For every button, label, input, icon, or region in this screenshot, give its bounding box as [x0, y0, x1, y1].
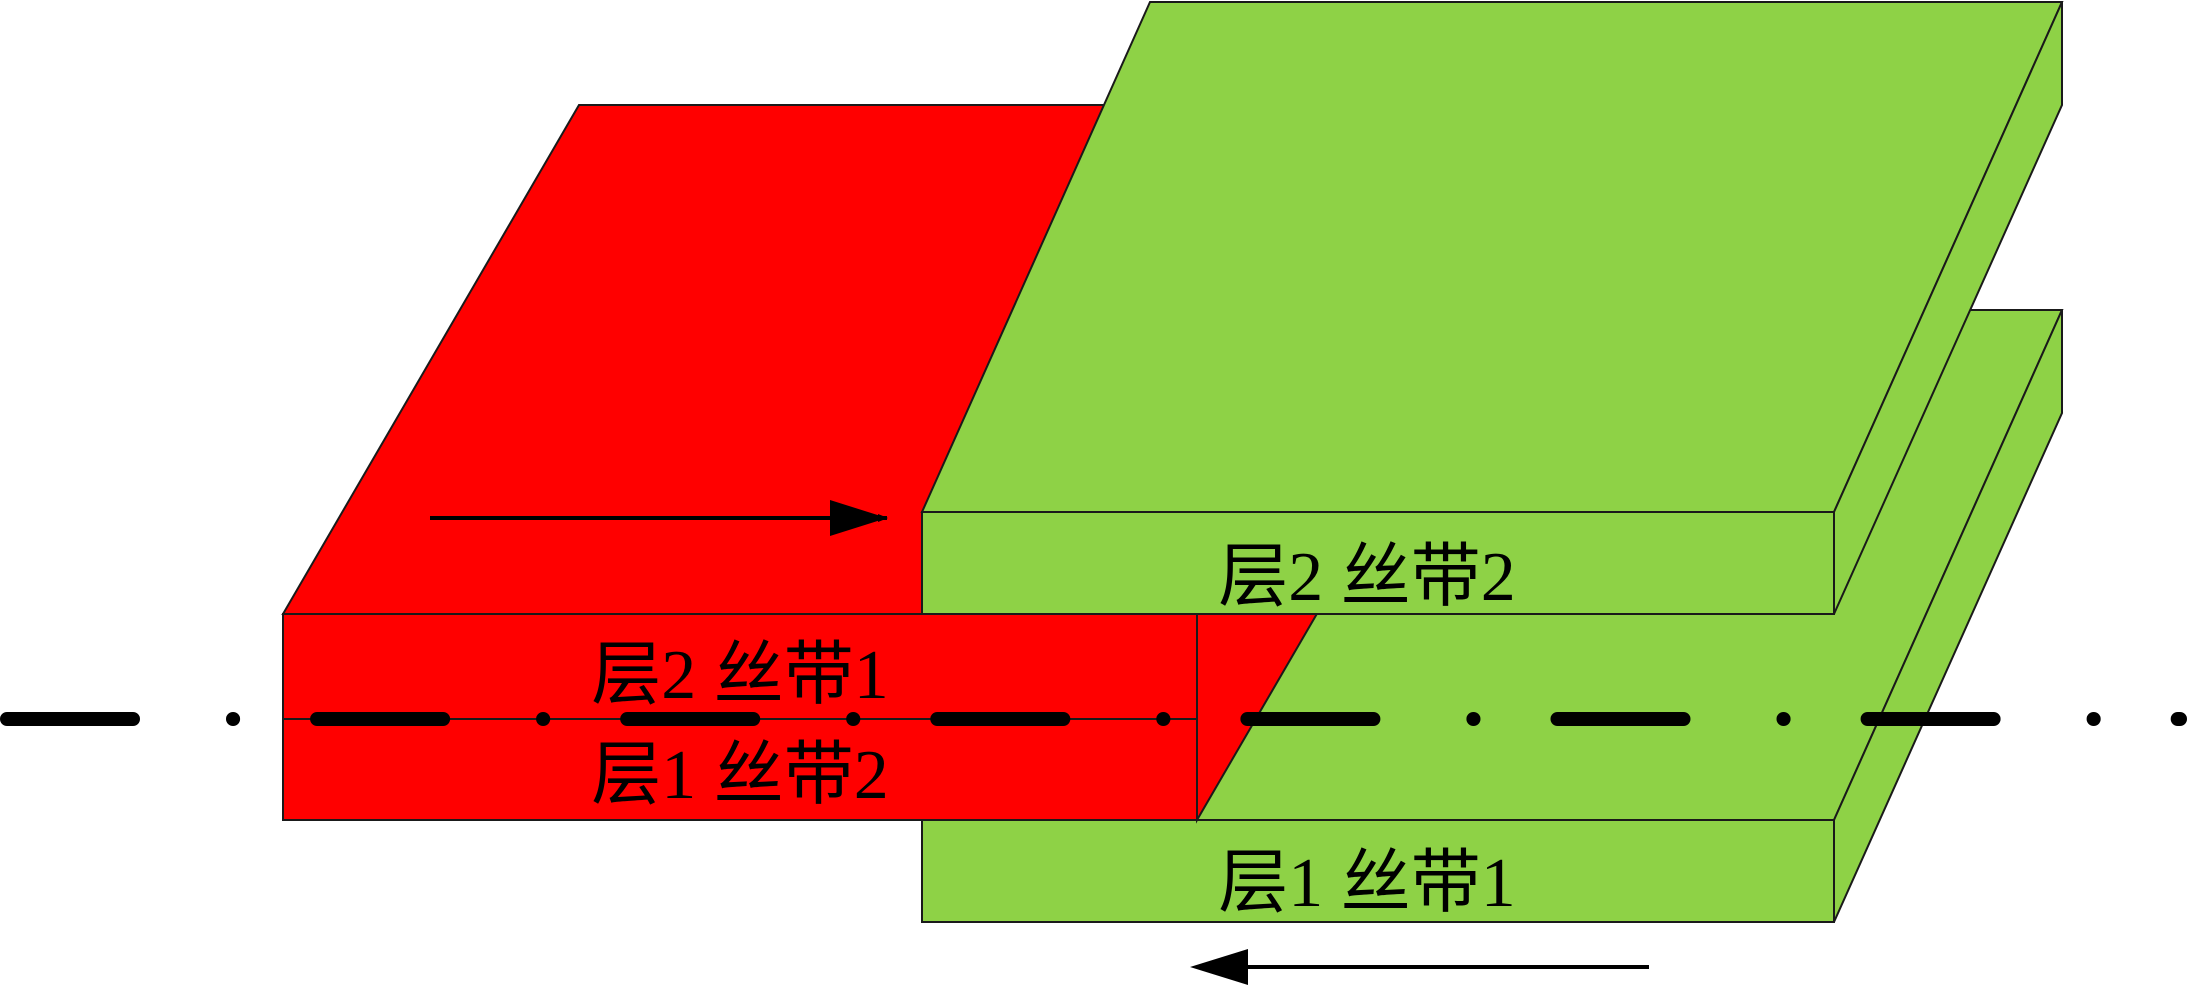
green-lower-front-face: [921, 819, 1835, 923]
label-layer1-ribbon2: 层1 丝带2: [591, 737, 889, 814]
green-upper-front-face: [921, 511, 1835, 615]
label-layer2-ribbon1: 层2 丝带1: [591, 637, 889, 714]
green-slab-layer2-ribbon2: [920, 1, 2064, 615]
label-layer2-ribbon2: 层2 丝带2: [1218, 539, 1516, 616]
arrow-right-head: [830, 500, 887, 536]
label-layer1-ribbon1: 层1 丝带1: [1218, 845, 1516, 922]
arrow-left-head: [1190, 949, 1248, 985]
